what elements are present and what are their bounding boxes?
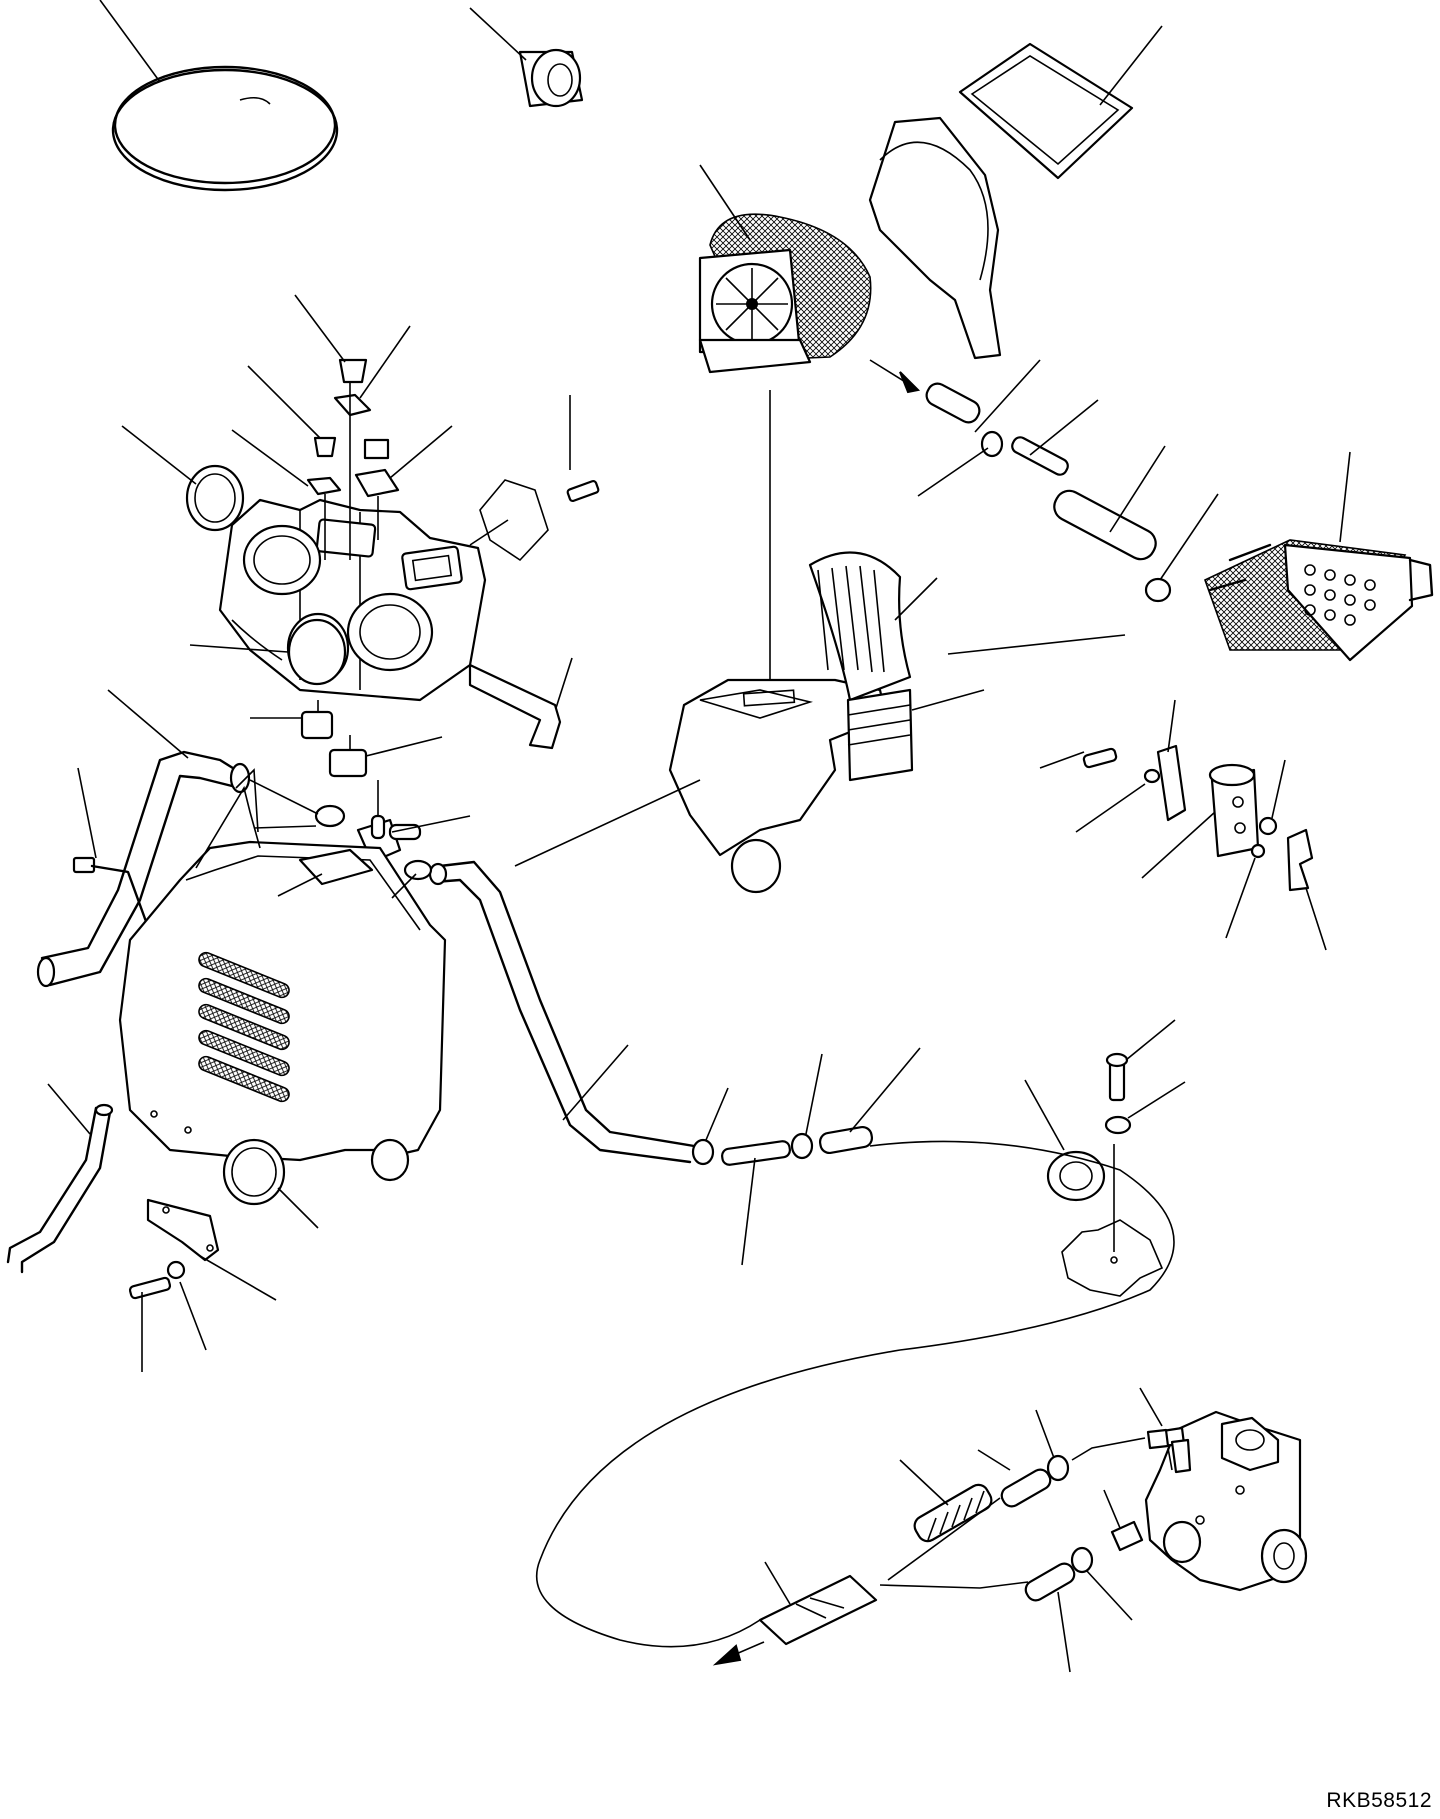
bypass-hose-parts (887, 1409, 1070, 1581)
hose-clamp-bolt-right (1024, 1019, 1186, 1297)
hose-clamp-left (249, 779, 346, 829)
blend-door-lever (468, 657, 573, 750)
heater-case (118, 768, 447, 1229)
servo-motors (250, 700, 443, 778)
pipe-fittings-upper (869, 359, 1219, 603)
nipple-fitting (1103, 1489, 1144, 1552)
case-grille (198, 951, 290, 1103)
vent-louver-center (189, 618, 347, 686)
heater-hose-main (391, 859, 696, 1164)
drawing-reference-code: RKB58512 (1326, 1789, 1432, 1812)
mounting-plate-screw (469, 395, 600, 562)
drain-hose (6, 1083, 114, 1274)
grommet (469, 7, 584, 108)
coiled-spring (913, 1483, 993, 1543)
air-duct-unit (514, 551, 1126, 894)
inline-hose-fittings (691, 1047, 921, 1266)
evaporator-tubes (1304, 564, 1376, 626)
air-filter-panel (958, 25, 1163, 180)
return-hose-parts (879, 1546, 1133, 1673)
actuator-switches (231, 294, 453, 560)
protective-sleeve (712, 1561, 878, 1666)
heater-hose-upper (36, 689, 251, 988)
elbow-fitting (1071, 1387, 1170, 1461)
routing-line (535, 1140, 1175, 1648)
bolt-and-washer-lower-left (128, 1260, 207, 1372)
mounting-bracket-lower (146, 1198, 277, 1301)
blower-assembly (698, 116, 1002, 705)
heater-unit-housing (218, 498, 487, 702)
water-pump-assembly (1144, 1410, 1308, 1592)
cable-coil (99, 0, 339, 192)
evaporator-core (1204, 451, 1434, 662)
expansion-valve-assembly (1039, 699, 1327, 951)
vent-louver-left (121, 425, 245, 532)
